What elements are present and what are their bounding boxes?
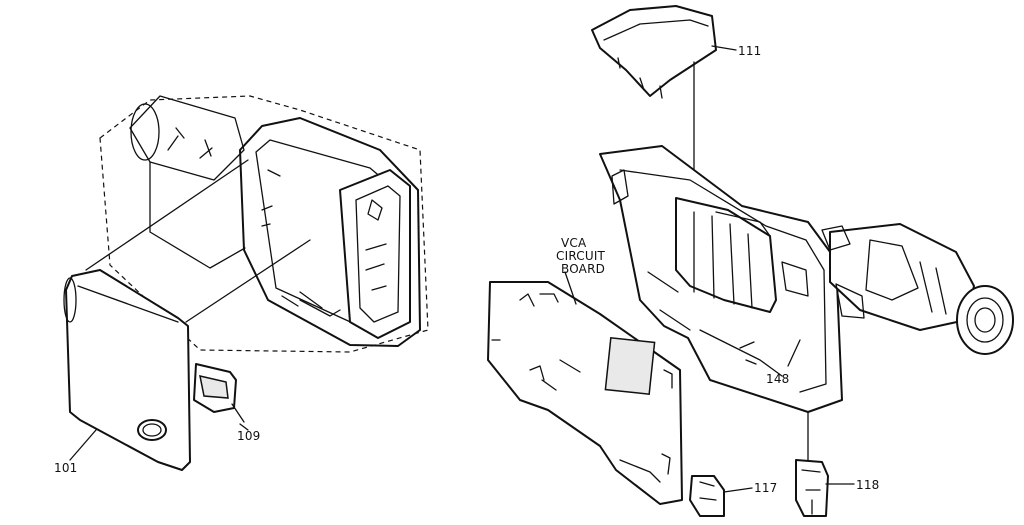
camcorder-housing-left bbox=[99, 95, 429, 353]
vca-circuit-board bbox=[487, 271, 683, 505]
bracket-part-117 bbox=[689, 475, 753, 517]
part-label-111: 111 bbox=[738, 44, 762, 58]
part-label-148: 148 bbox=[766, 372, 790, 386]
top-cover-part bbox=[591, 5, 737, 183]
lens-assembly bbox=[821, 223, 1014, 355]
part-label-101: 101 bbox=[54, 461, 78, 475]
board-label-line3: BOARD bbox=[561, 262, 605, 276]
board-label-line1: VCA bbox=[561, 236, 587, 250]
side-cover-panel bbox=[63, 269, 191, 471]
part-label-109: 109 bbox=[237, 429, 261, 443]
board-label-line2: CIRCUIT bbox=[556, 249, 606, 263]
part-label-117: 117 bbox=[754, 481, 778, 495]
bracket-part-118 bbox=[795, 411, 855, 517]
switch-knob-part bbox=[193, 363, 245, 423]
explosion-lines-left bbox=[85, 159, 311, 323]
leader-148 bbox=[787, 339, 801, 367]
part-label-118: 118 bbox=[856, 478, 880, 492]
leaders-left bbox=[69, 423, 249, 461]
